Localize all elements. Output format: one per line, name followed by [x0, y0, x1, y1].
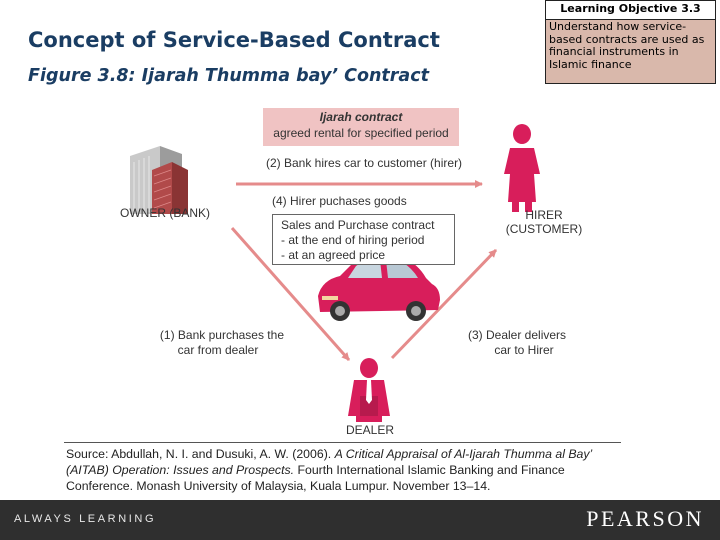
source-suffix: Fourth International Islamic Banking and…	[66, 463, 565, 493]
ijarah-contract-box: Ijarah contract agreed rental for specif…	[263, 108, 459, 146]
always-learning-tagline: ALWAYS LEARNING	[14, 513, 157, 525]
sales-contract-term-2: - at an agreed price	[281, 248, 386, 262]
ijarah-diagram: Ijarah contract agreed rental for specif…	[64, 100, 621, 500]
learning-objective-heading: Learning Objective 3.3	[546, 1, 715, 20]
arrow-bank-to-dealer	[230, 227, 351, 361]
learning-objective-text: Understand how service-based contracts a…	[549, 20, 705, 71]
learning-objective-box: Learning Objective 3.3 Understand how se…	[545, 0, 716, 84]
diagram-graphics	[130, 124, 540, 422]
sales-contract-term-1: - at the end of hiring period	[281, 233, 425, 247]
arrow-dealer-to-hirer	[390, 248, 498, 360]
slide-title: Concept of Service-Based Contract	[28, 28, 440, 52]
hirer-label: HIRER	[525, 208, 563, 222]
step1-label-line1: (1) Bank purchases the	[159, 328, 284, 342]
step3-label-line2: car to Hirer	[494, 343, 554, 357]
customer-label: (CUSTOMER)	[505, 222, 583, 236]
source-title: A Critical Appraisal of Al-Ijarah Thumma…	[66, 447, 592, 477]
bank-building-icon	[130, 146, 188, 214]
footer-bar: ALWAYS LEARNING PEARSON	[0, 500, 720, 540]
hirer-person-icon	[504, 124, 540, 212]
dealer-label: DEALER	[346, 423, 395, 437]
car-icon	[318, 256, 440, 321]
figure-caption: Figure 3.8: Ijarah Thumma bay’ Contract	[28, 66, 429, 86]
step3-label-line1: (3) Dealer delivers	[468, 328, 567, 342]
step2-label: (2) Bank hires car to customer (hirer)	[266, 156, 463, 170]
owner-label: OWNER (BANK)	[120, 206, 210, 220]
source-prefix: Source: Abdullah, N. I. and Dusuki, A. W…	[66, 447, 335, 461]
step1-label-line2: car from dealer	[177, 343, 259, 357]
source-divider	[64, 442, 621, 443]
step4-label: (4) Hirer puchases goods	[272, 194, 407, 208]
sales-contract-title: Sales and Purchase contract	[281, 218, 435, 232]
sales-purchase-contract-box: Sales and Purchase contract - at the end…	[272, 214, 455, 265]
ijarah-contract-subtitle: agreed rental for specified period	[273, 126, 449, 140]
dealer-person-icon	[348, 358, 390, 422]
ijarah-contract-title: Ijarah contract	[319, 110, 403, 124]
pearson-logo: PEARSON	[586, 506, 704, 531]
source-citation: Source: Abdullah, N. I. and Dusuki, A. W…	[66, 446, 618, 494]
